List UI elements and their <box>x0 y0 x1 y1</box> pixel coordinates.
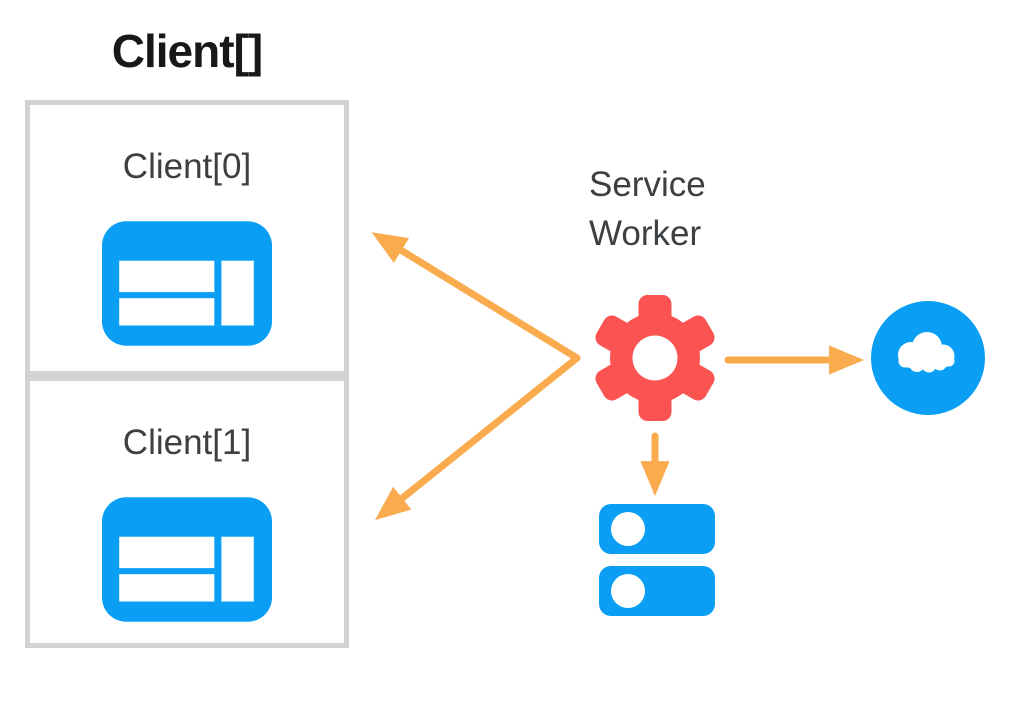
client-0-label: Client[0] <box>122 147 252 186</box>
service-worker-label: Service Worker <box>589 165 706 253</box>
client-1-label: Client[1] <box>122 423 252 462</box>
client-0-box: Client[0] <box>25 100 349 376</box>
database-icon <box>599 504 715 616</box>
browser-window-icon <box>102 221 272 346</box>
client-array-group: Client[0] Client[1] <box>25 100 349 648</box>
arrow-to-client-0 <box>371 232 581 362</box>
gear-icon <box>595 295 715 421</box>
arrow-to-client-1 <box>374 354 581 521</box>
cloud-icon <box>871 301 985 415</box>
client-array-title: Client[] <box>111 25 263 77</box>
client-1-box: Client[1] <box>25 376 349 648</box>
browser-window-icon <box>102 497 272 622</box>
